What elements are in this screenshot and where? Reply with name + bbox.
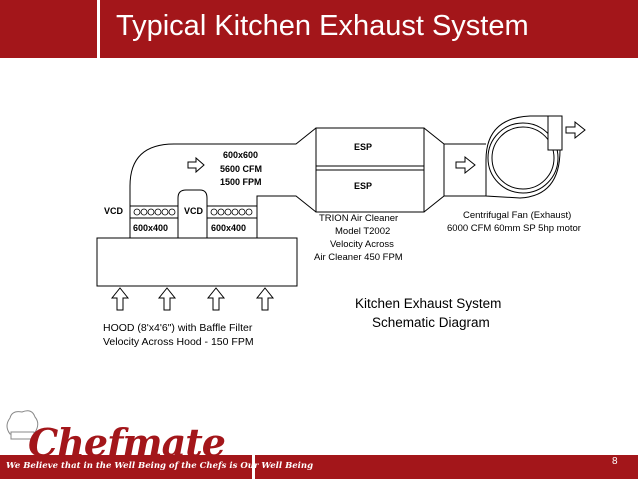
flow-arrows [110,120,586,311]
vcd-left-label: VCD [104,206,124,216]
air-cleaner-line3: Velocity Across [330,239,394,250]
main-duct-outer [129,127,317,206]
footer-accent-line [252,455,255,479]
duct-size-label: 600x600 [223,150,259,160]
air-cleaner-line1: TRION Air Cleaner [319,213,399,224]
air-cleaner-line4: Air Cleaner 450 FPM [314,252,403,263]
fan-outlet [547,115,563,151]
title-accent-line [97,0,100,58]
branch-right-size-label: 600x400 [211,223,247,233]
footer-bar [0,455,638,479]
logo-tagline: We Believe that in the Well Being of the… [6,461,314,471]
fan-inlet-arrow-icon [455,155,476,175]
slide-title: Typical Kitchen Exhaust System [116,10,529,42]
hood-line2: Velocity Across Hood - 150 FPM [103,336,254,348]
fan-transition [423,127,445,213]
caption-line1: Kitchen Exhaust System [355,296,502,311]
page-number: 8 [612,456,618,467]
hood-line1: HOOD (8'x4'6") with Baffle Filter [103,322,253,334]
air-cleaner-line2: Model T2002 [335,226,391,237]
fan-discharge-arrow-icon [565,120,586,140]
logo-wordmark: Chefmate [28,420,226,465]
hood-inlet-arrow-icon [255,287,275,311]
caption-line2: Schematic Diagram [372,315,490,330]
esp-bottom-label: ESP [354,181,373,191]
hood-inlet-arrow-icon [110,287,130,311]
hood-inlet-arrow-icon [157,287,177,311]
branch-left-size-label: 600x400 [133,223,169,233]
title-bar [0,0,638,58]
fan-line2: 6000 CFM 60mm SP 5hp motor [447,223,581,234]
fan-line1: Centrifugal Fan (Exhaust) [463,210,572,221]
duct-flow-arrow-icon [187,156,205,174]
hood-inlet-arrow-icon [206,287,226,311]
esp-top-label: ESP [354,142,373,152]
chef-hat-icon [6,410,39,440]
main-duct-inner [177,189,208,206]
duct-flow-label: 5600 CFM [220,164,263,174]
vcd-right-label: VCD [184,206,204,216]
hood-box [96,237,298,287]
fan-wheel [491,126,555,190]
main-duct-inner-right [256,195,317,213]
duct-velocity-label: 1500 FPM [220,177,262,187]
